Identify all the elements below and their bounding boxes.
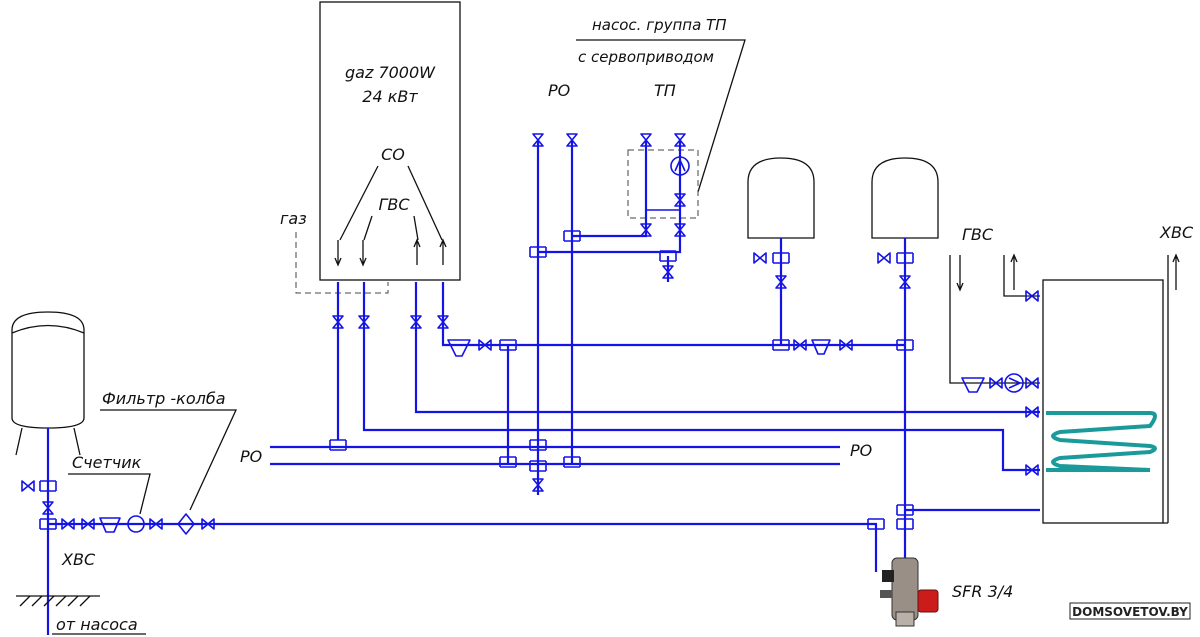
arrow-down-icon bbox=[956, 255, 964, 292]
strainer-icon bbox=[811, 339, 831, 355]
meter-label: Счетчик bbox=[72, 453, 142, 472]
recirc-pump-icon bbox=[1004, 373, 1024, 393]
tp-supply-pipe bbox=[572, 140, 648, 238]
sfr-valve-body bbox=[891, 557, 919, 621]
pump-group-label-2: с сервоприводом bbox=[578, 48, 714, 66]
pump-group-dashed-box bbox=[627, 149, 699, 219]
boiler-body bbox=[319, 1, 461, 281]
tank-legs bbox=[15, 427, 81, 456]
expansion-tank-1 bbox=[747, 157, 815, 239]
dhw-recirc-line bbox=[949, 255, 1040, 384]
gvs-right-label: ГВС bbox=[962, 225, 994, 244]
cold-main-pipe bbox=[48, 522, 878, 560]
boiler-power: 24 кВт bbox=[362, 87, 418, 106]
water-heater-tank bbox=[1042, 279, 1164, 524]
expansion-tank-2 bbox=[871, 157, 939, 239]
ball-valve-icon bbox=[21, 480, 35, 492]
tee-fitting-icon bbox=[329, 439, 347, 451]
heater-coil bbox=[1046, 411, 1157, 472]
sfr-red-cap bbox=[917, 589, 939, 613]
ro-top-label: РО bbox=[548, 81, 570, 100]
strainer-icon bbox=[447, 339, 471, 357]
watermark-box bbox=[1069, 602, 1191, 620]
from-pump-label: от насоса bbox=[56, 615, 138, 634]
tp-top-label: ТП bbox=[654, 81, 676, 100]
pump-group-leader bbox=[576, 39, 746, 193]
meter-leader bbox=[68, 473, 151, 515]
ball-valve-icon bbox=[753, 252, 767, 264]
pipe-heating-supply bbox=[441, 282, 905, 347]
gas-dashed-zone bbox=[295, 232, 389, 294]
ball-valve-icon bbox=[877, 252, 891, 264]
watermark: DOMSOVETOV.BY bbox=[1072, 605, 1188, 619]
filter-leader bbox=[100, 409, 238, 511]
arrow-up-icon bbox=[439, 238, 447, 265]
ro-left-label: РО bbox=[240, 447, 262, 466]
xvs-left-label: ХВС bbox=[61, 550, 96, 569]
pipe-dhw-return bbox=[362, 282, 1040, 472]
filter-flask-icon bbox=[177, 513, 195, 535]
arrow-down-icon bbox=[359, 240, 367, 267]
boiler: gaz 7000W 24 кВт СО ГВС bbox=[319, 1, 461, 281]
cold-in-line bbox=[1163, 255, 1169, 524]
co-label: СО bbox=[381, 145, 405, 164]
tp-return-pipe bbox=[538, 140, 682, 254]
sfr-safety-group bbox=[874, 557, 939, 627]
pump-group-label-1: насос. группа ТП bbox=[592, 16, 727, 34]
ground-hatch bbox=[19, 595, 91, 607]
filter-label: Фильтр -колба bbox=[102, 389, 226, 408]
strainer-icon bbox=[99, 517, 121, 533]
ro-right-label: РО bbox=[850, 441, 872, 460]
xvs-right-label: ХВС bbox=[1159, 223, 1194, 242]
boiler-leader-lines bbox=[339, 165, 443, 241]
strainer-icon bbox=[961, 377, 985, 393]
arrow-up-icon bbox=[413, 238, 421, 265]
gas-label: газ bbox=[280, 209, 307, 228]
sfr-label: SFR 3/4 bbox=[952, 582, 1013, 601]
hydro-accumulator-tank bbox=[11, 311, 85, 429]
gvs-boiler-label: ГВС bbox=[378, 195, 410, 214]
water-meter-icon bbox=[127, 515, 145, 533]
arrow-down-icon bbox=[334, 240, 342, 267]
circulation-pump-icon bbox=[670, 156, 690, 176]
pipe-dhw-supply bbox=[414, 282, 1040, 414]
dhw-out-line bbox=[1003, 255, 1040, 297]
boiler-title: gaz 7000W bbox=[345, 63, 436, 82]
arrow-up-icon bbox=[1172, 253, 1180, 290]
arrow-up-icon bbox=[1010, 253, 1018, 290]
